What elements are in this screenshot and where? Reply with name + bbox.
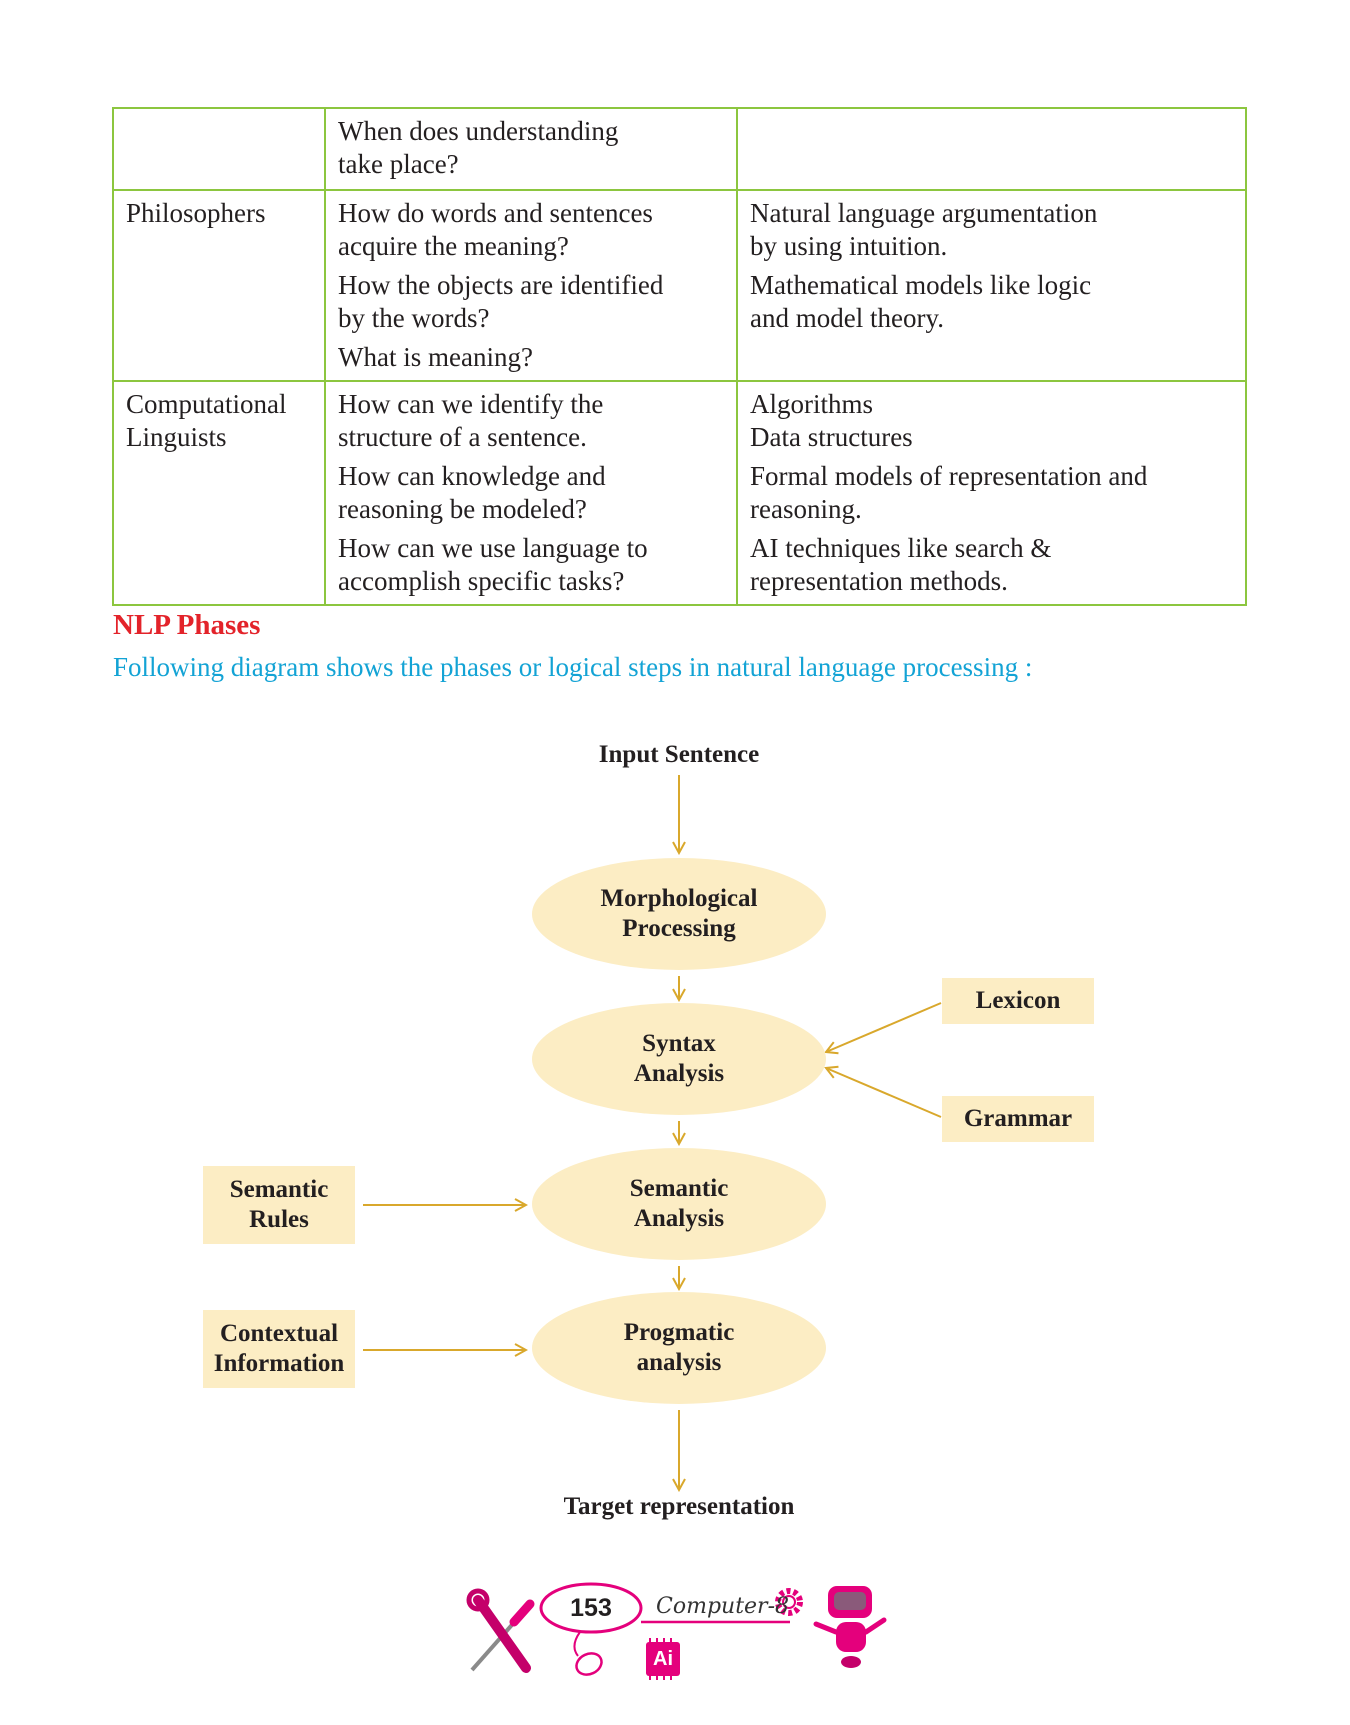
page-number: 153 [570,1594,612,1622]
question-text: How can knowledge and reasoning be model… [338,461,606,524]
questions-cell: When does understanding take place? [324,107,738,191]
mouse-icon [573,1631,603,1676]
page-number-bubble [539,1582,643,1634]
target-representation-label: Target representation [563,1493,795,1520]
tools-cell [736,107,1247,191]
tool-text: Mathematical models like logic and model… [750,270,1092,333]
question-text: How do words and sentences acquire the m… [338,198,653,261]
morphological-processing-node: Morphological Processing [532,858,826,970]
contextual-information-box: Contextual Information [203,1310,355,1388]
arrow-grammar-to-syntax [826,1068,942,1118]
tool-text: Algorithms Data structures [750,389,913,452]
section-title: NLP Phases [113,609,261,641]
robot-icon [813,1586,887,1668]
semantic-analysis-node: Semantic Analysis [532,1148,826,1260]
who-cell [112,107,326,191]
table-row: When does understanding take place? [112,107,1247,191]
arrow-lexicon-to-syntax [826,1002,942,1052]
question-text: How can we use language to accomplish sp… [338,533,648,596]
input-sentence-label: Input Sentence [598,741,760,768]
questions-cell: How can we identify the structure of a s… [324,380,738,606]
question-text: When does understanding take place? [338,116,619,179]
who-text: Philosophers [126,198,266,228]
tools-icon [466,1588,535,1673]
semantic-rules-box: Semantic Rules [203,1166,355,1244]
table-row: Computational Linguists How can we ident… [112,380,1247,606]
who-cell: Philosophers [112,189,326,382]
tool-text: AI techniques like search & representati… [750,533,1052,596]
tool-text: Natural language argumentation by using … [750,198,1098,261]
gear-icon [775,1588,803,1616]
pragmatic-analysis-node: Progmatic analysis [532,1292,826,1404]
researcher-table: When does understanding take place? Phil… [112,107,1247,606]
table-row: Philosophers How do words and sentences … [112,189,1247,382]
book-title: Computer-8 [656,1594,789,1619]
footer-decoration [466,1582,887,1680]
who-cell: Computational Linguists [112,380,326,606]
who-text: Computational Linguists [126,389,287,452]
question-text: How the objects are identified by the wo… [338,270,664,333]
tools-cell: Algorithms Data structures Formal models… [736,380,1247,606]
questions-cell: How do words and sentences acquire the m… [324,189,738,382]
grammar-box: Grammar [942,1096,1094,1142]
question-text: How can we identify the structure of a s… [338,389,604,452]
ai-chip-icon [646,1638,680,1680]
section-intro: Following diagram shows the phases or lo… [113,652,1033,682]
lexicon-box: Lexicon [942,978,1094,1024]
tools-cell: Natural language argumentation by using … [736,189,1247,382]
question-text: What is meaning? [338,342,533,372]
ai-chip-label: Ai [653,1648,673,1670]
syntax-analysis-node: Syntax Analysis [532,1003,826,1115]
tool-text: Formal models of representation and reas… [750,461,1148,524]
